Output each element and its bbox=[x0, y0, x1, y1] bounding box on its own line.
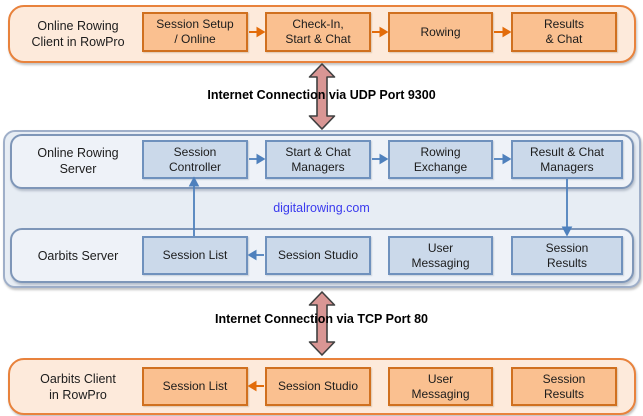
online-rowing-server-label: Online Rowing Server bbox=[37, 146, 119, 176]
session-results-server-box: Session Results bbox=[511, 236, 623, 275]
rowpro-online-client-label: Online Rowing Client in RowPro bbox=[31, 18, 125, 49]
tcp-connection-label: Internet Connection via TCP Port 80 bbox=[214, 312, 428, 326]
digitalrowing-site-label: digitalrowing.com bbox=[273, 201, 370, 215]
session-studio-client-box: Session Studio bbox=[265, 367, 371, 406]
checkin-start-chat-box: Check-In, Start & Chat bbox=[265, 12, 371, 52]
session-list-server-box: Session List bbox=[142, 236, 248, 275]
rowing-box: Rowing bbox=[388, 12, 493, 52]
rowing-exchange-box: Rowing Exchange bbox=[388, 140, 493, 179]
session-controller-box: Session Controller bbox=[142, 140, 248, 179]
session-studio-server-box: Session Studio bbox=[265, 236, 371, 275]
oarbits-client-label: Oarbits Client in RowPro bbox=[40, 372, 116, 402]
result-chat-managers-box: Result & Chat Managers bbox=[511, 140, 623, 179]
user-messaging-server-box: User Messaging bbox=[388, 236, 493, 275]
oarbits-server-label: Oarbits Server bbox=[37, 248, 119, 263]
session-results-client-box: Session Results bbox=[511, 367, 617, 406]
user-messaging-client-box: User Messaging bbox=[388, 367, 493, 406]
udp-connection-label: Internet Connection via UDP Port 9300 bbox=[207, 88, 436, 102]
session-list-client-box: Session List bbox=[142, 367, 248, 406]
results-chat-box: Results & Chat bbox=[511, 12, 617, 52]
session-setup-online-box: Session Setup / Online bbox=[142, 12, 248, 52]
start-chat-managers-box: Start & Chat Managers bbox=[265, 140, 371, 179]
